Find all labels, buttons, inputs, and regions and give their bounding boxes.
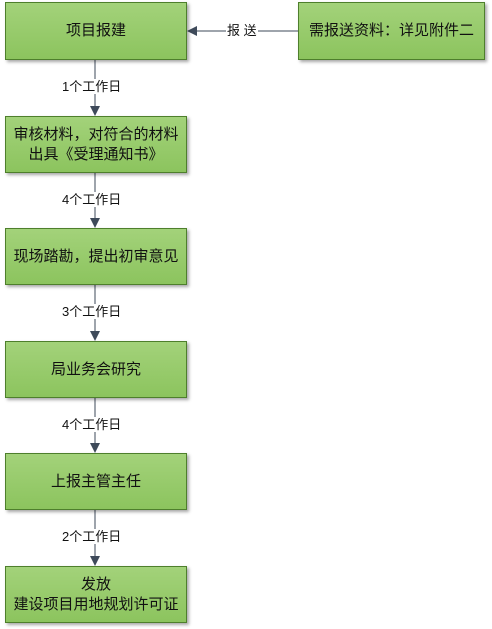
step-6-line-1: 发放 <box>80 575 111 593</box>
step-review-materials: 审核材料，对符合的材料 出具《受理通知书》 <box>5 116 187 173</box>
step-report-director: 上报主管主任 <box>5 453 187 510</box>
step-bureau-meeting: 局业务会研究 <box>5 341 187 398</box>
step-1-line-1: 项目报建 <box>65 22 126 39</box>
edge-label-1: 1个工作日 <box>61 79 123 94</box>
step-4-line-1: 局业务会研究 <box>50 360 141 378</box>
edge-label-5: 2个工作日 <box>61 529 123 544</box>
step-2-line-2: 出具《受理通知书》 <box>28 145 164 163</box>
edge-label-2: 4个工作日 <box>61 192 123 207</box>
side-box-text: 需报送资料：详见附件二 <box>308 22 474 39</box>
side-box-required-materials: 需报送资料：详见附件二 <box>298 2 485 60</box>
step-issue-permit: 发放 建设项目用地规划许可证 <box>5 566 187 623</box>
step-project-registration: 项目报建 <box>5 2 187 60</box>
step-3-line-1: 现场踏勘，提出初审意见 <box>13 247 179 265</box>
side-edge-label: 报 送 <box>226 23 258 38</box>
step-6-line-2: 建设项目用地规划许可证 <box>13 595 179 613</box>
step-site-survey: 现场踏勘，提出初审意见 <box>5 228 187 285</box>
edge-label-3: 3个工作日 <box>61 304 123 319</box>
step-2-line-1: 审核材料，对符合的材料 <box>13 125 179 143</box>
edge-label-4: 4个工作日 <box>61 417 123 432</box>
step-5-line-1: 上报主管主任 <box>50 472 141 490</box>
